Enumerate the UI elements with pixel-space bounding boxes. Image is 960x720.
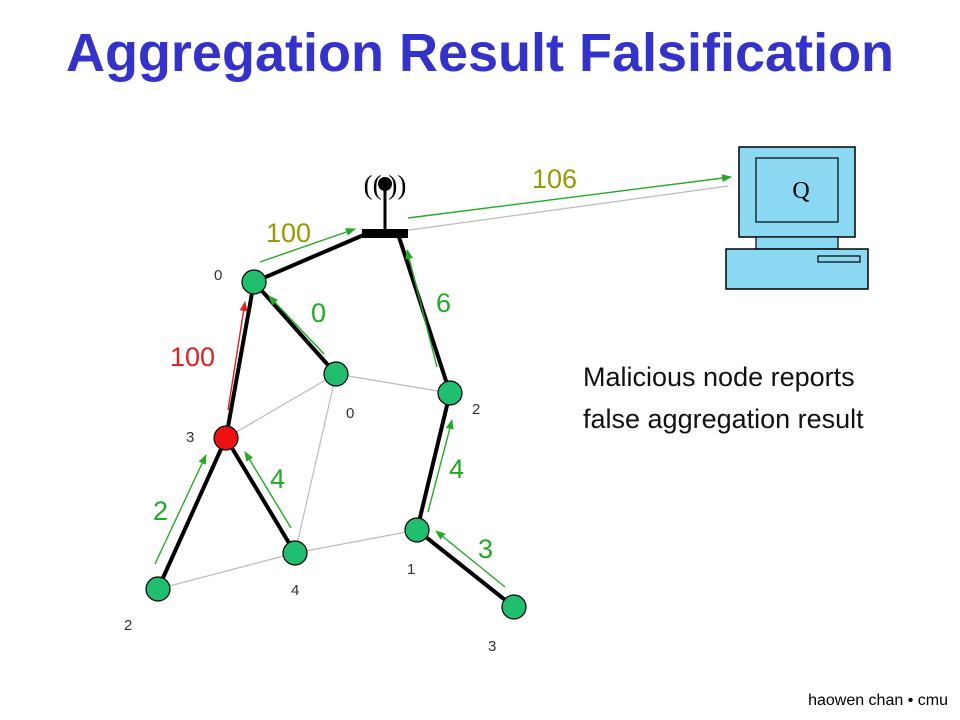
tree-top-left-mid [252,280,338,376]
querier-label: Q [792,178,809,204]
msg-bottom-left-to-malicious: 2 [153,496,168,526]
value-malicious: 3 [186,429,194,446]
base-station: (( )) [362,170,408,238]
node-right-low [404,517,430,543]
antenna-tip-icon [378,177,392,191]
message-value-labels: 106 100 0 6 100 2 4 4 3 [153,164,577,564]
arrow-malicious-to-top-left [227,301,248,411]
value-bottom-mid: 4 [291,582,299,599]
link-bottom-mid-right-low [294,529,418,554]
arrow-bottom-mid-to-malicious [244,451,292,529]
footer-credit: haowen chan • cmu [808,692,948,710]
msg-bottom-right-to-right-low: 3 [478,534,493,564]
node-bottom-left [145,576,171,602]
description-line-1: Malicious node reports [583,362,855,392]
arrow-base-to-querier [407,174,732,219]
msg-to-querier: 106 [532,164,577,194]
arrow-mid-to-top-left [268,295,325,355]
node-value-labels: 0 0 2 3 1 4 2 3 [124,267,496,655]
arrow-right-mid-to-base [405,249,438,368]
neighbor-links [157,185,729,590]
msg-bottom-mid-to-malicious: 4 [270,464,285,494]
link-malicious-mid [225,373,337,439]
value-right-mid: 2 [472,401,480,418]
tree-base-top-left [252,232,368,284]
msg-malicious-to-top-left: 100 [170,342,215,372]
node-bottom-mid [282,540,308,566]
msg-top-left-to-base: 100 [266,218,311,248]
message-arrows [154,174,732,588]
arrow-bottom-right-to-right-low [435,530,506,588]
antenna-waves-label: (( )) [364,170,407,200]
msg-right-low-to-right-mid: 4 [449,454,464,484]
link-bottom-left-bottom-mid [157,552,296,590]
arrow-right-low-to-right-mid [427,419,454,513]
slide-title: Aggregation Result Falsification [65,23,895,83]
sensor-nodes [145,269,527,620]
link-base-querier [394,185,729,233]
value-right-low: 1 [407,561,415,578]
computer-base [725,248,869,290]
node-top-left [241,269,267,295]
disk-drive-slot [817,255,861,263]
node-malicious [213,425,239,451]
tree-right-low-bottom-right [415,528,516,609]
tree-malicious-bottom-mid [224,436,297,555]
link-mid-bottom-mid [294,373,337,554]
value-mid: 0 [346,405,354,422]
arrow-top-left-to-base [259,228,356,263]
monitor-screen [755,157,839,223]
node-mid [323,361,349,387]
footer-separator: • [907,692,914,709]
node-right-mid [437,380,463,406]
tree-malicious-bottom-left [156,436,228,591]
arrow-bottom-left-to-malicious [154,454,207,565]
tree-links [156,232,516,609]
footer-org: cmu [917,692,948,709]
base-station-bar [362,229,408,238]
value-top-left: 0 [214,267,222,284]
value-bottom-left: 2 [124,617,132,634]
querier-computer-icon: Q [725,146,869,290]
value-bottom-right: 3 [488,638,496,655]
footer-name: haowen chan [808,692,904,709]
tree-right-mid-right-low [415,391,452,532]
monitor-neck [755,236,839,250]
msg-right-mid-to-base: 6 [436,288,451,318]
node-bottom-right [501,594,527,620]
link-mid-right-mid [335,373,451,394]
tree-top-left-malicious [224,280,256,440]
msg-mid-to-top-left: 0 [311,298,326,328]
description-line-2: false aggregation result [583,404,864,434]
